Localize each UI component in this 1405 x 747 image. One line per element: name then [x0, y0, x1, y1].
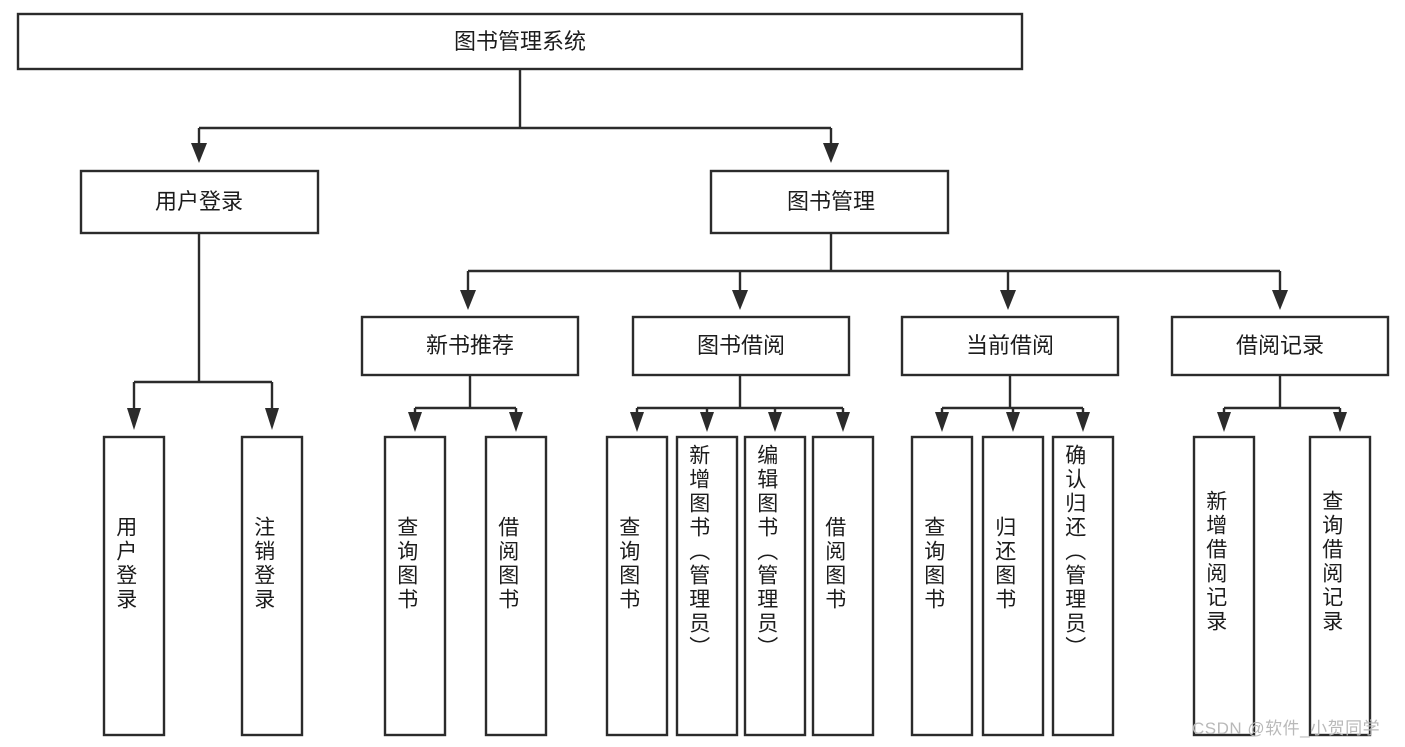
arrow-head-leaf-user-logout: [265, 408, 279, 430]
arrow-head-leaf-nbr-borrow: [509, 412, 523, 432]
node-borrow-record-label: 借阅记录: [1236, 333, 1324, 358]
arrow-head-current-borrow: [1000, 290, 1016, 310]
node-book-manage-label: 图书管理: [787, 189, 875, 214]
arrow-head-book-manage: [823, 143, 839, 163]
leaf-cb-confirm-box[interactable]: [1051, 435, 1115, 737]
arrow-head-leaf-nbr-query: [408, 412, 422, 432]
node-borrow-record-box[interactable]: [1170, 315, 1390, 377]
arrow-head-leaf-br-query: [1333, 412, 1347, 432]
node-root-label: 图书管理系统: [454, 29, 586, 54]
node-current-borrow-box[interactable]: [900, 315, 1120, 377]
arrow-head-leaf-bb-add: [700, 412, 714, 432]
leaf-user-login-box[interactable]: [102, 435, 166, 737]
leaf-nbr-query-box[interactable]: [383, 435, 447, 737]
connector-group-book-manage: [460, 233, 1288, 310]
leaf-bb-add-box[interactable]: [675, 435, 739, 737]
arrow-head-leaf-cb-return: [1006, 412, 1020, 432]
arrow-head-leaf-cb-confirm: [1076, 412, 1090, 432]
leaf-bb-query-box[interactable]: [605, 435, 669, 737]
leaf-user-logout-box[interactable]: [240, 435, 304, 737]
arrow-head-user-login: [191, 143, 207, 163]
connector-group-current-borrow: [935, 375, 1090, 432]
node-current-borrow-label: 当前借阅: [966, 333, 1054, 358]
arrow-head-leaf-cb-query: [935, 412, 949, 432]
arrow-head-leaf-user-login: [127, 408, 141, 430]
leaf-br-add-box[interactable]: [1192, 435, 1256, 737]
arrow-head-leaf-bb-edit: [768, 412, 782, 432]
connector-group-new-book-rec: [408, 375, 523, 432]
node-book-manage-box[interactable]: [709, 169, 950, 235]
leaf-cb-return-box[interactable]: [981, 435, 1045, 737]
node-boxes: 图书管理系统 用户登录 图书管理 新书推荐 图书借阅 当前借阅 借阅记录: [16, 12, 1390, 737]
leaf-bb-borrow-box[interactable]: [811, 435, 875, 737]
connector-group-book-borrow: [630, 375, 850, 432]
connector-group-root: [191, 69, 839, 163]
node-new-book-rec-label: 新书推荐: [426, 333, 514, 358]
arrow-head-new-book-rec: [460, 290, 476, 310]
arrow-head-borrow-record: [1272, 290, 1288, 310]
leaf-nbr-borrow-box[interactable]: [484, 435, 548, 737]
node-user-login-label: 用户登录: [155, 189, 243, 214]
node-user-login-box[interactable]: [79, 169, 320, 235]
arrow-head-leaf-br-add: [1217, 412, 1231, 432]
leaf-bb-edit-box[interactable]: [743, 435, 807, 737]
leaf-br-query-box[interactable]: [1308, 435, 1372, 737]
arrow-head-leaf-bb-query: [630, 412, 644, 432]
node-book-borrow-label: 图书借阅: [697, 333, 785, 358]
connector-group-user-login: [127, 233, 279, 430]
node-root-box[interactable]: [16, 12, 1024, 71]
arrow-head-book-borrow: [732, 290, 748, 310]
connector-group-borrow-record: [1217, 375, 1347, 432]
csdn-watermark: CSDN @软件_小贺同学: [1192, 719, 1381, 738]
node-new-book-rec-box[interactable]: [360, 315, 580, 377]
node-book-borrow-box[interactable]: [631, 315, 851, 377]
leaf-cb-query-box[interactable]: [910, 435, 974, 737]
arrow-head-leaf-bb-borrow: [836, 412, 850, 432]
